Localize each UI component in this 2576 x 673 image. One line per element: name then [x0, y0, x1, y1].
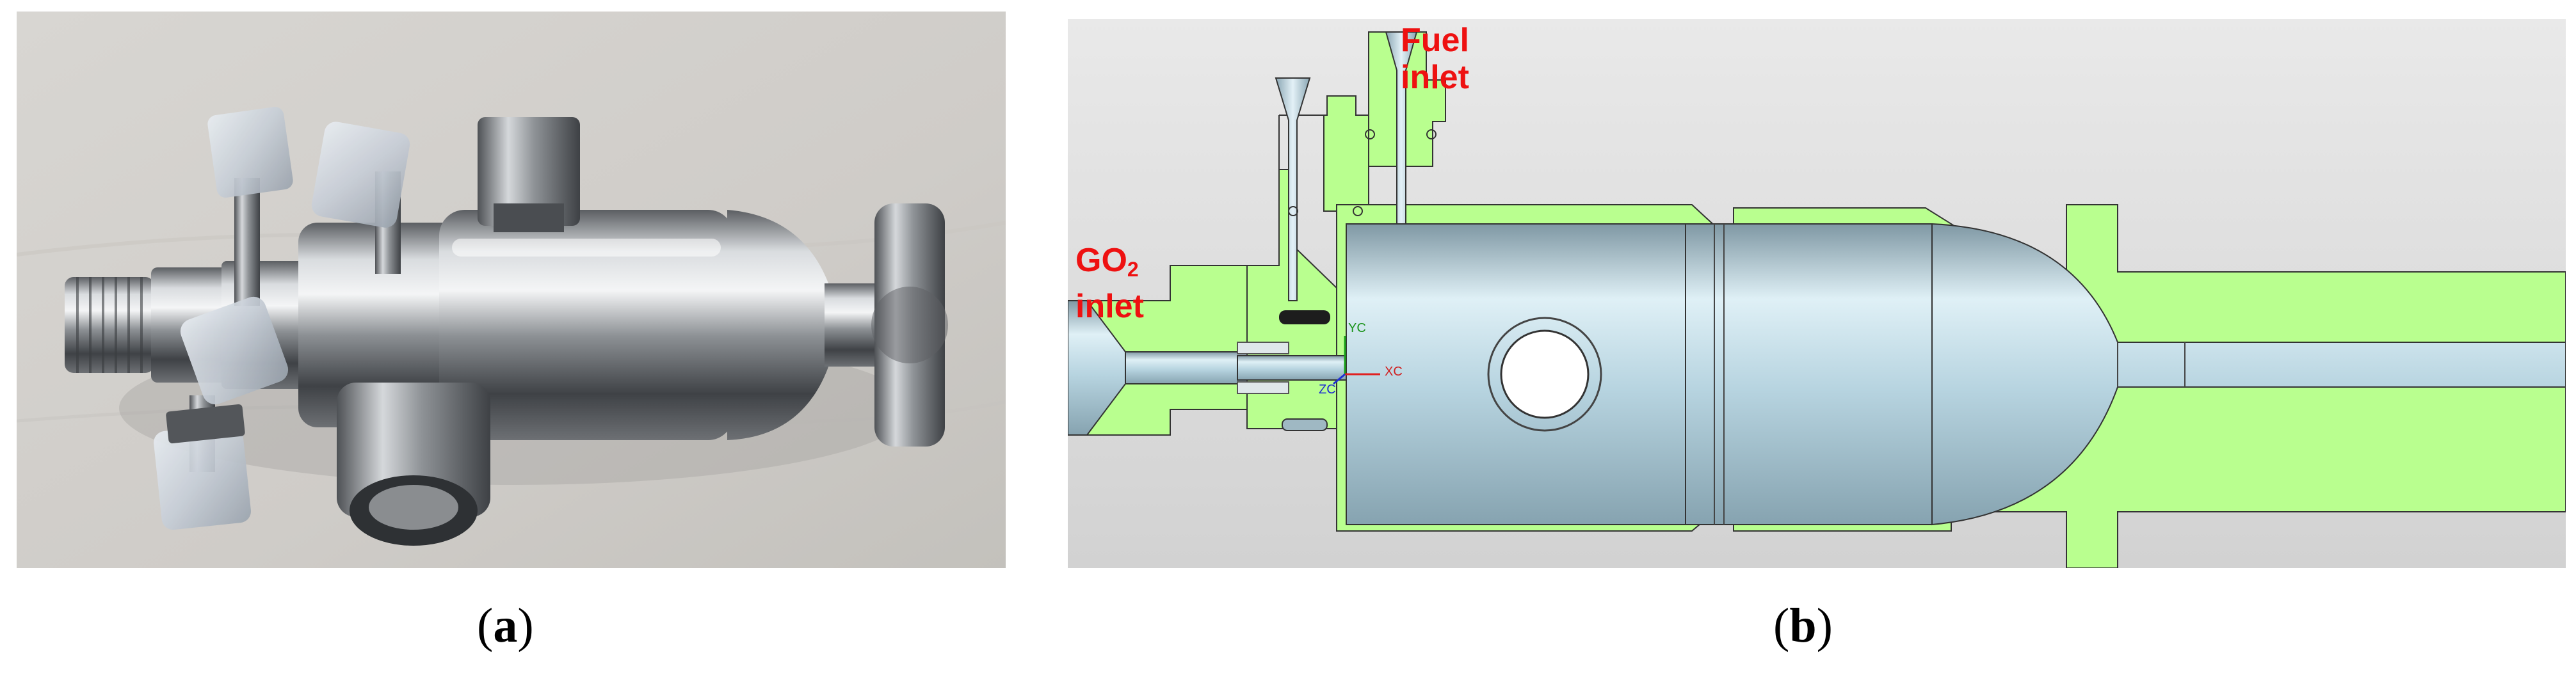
- injector-photo-drawing: [17, 12, 1006, 568]
- cad-section-drawing: [1068, 19, 2566, 568]
- caption-a-letter: a: [493, 599, 518, 653]
- axis-label-z: ZC: [1319, 383, 1336, 397]
- axis-label-x: XC: [1385, 365, 1403, 379]
- fuel-inlet-label: Fuel inlet: [1401, 22, 1469, 96]
- injector-photo: [17, 12, 1006, 568]
- go2-inlet-label-line1: GO2: [1075, 242, 1144, 288]
- go2-label-subscript: 2: [1127, 258, 1139, 281]
- caption-a-open: (: [477, 599, 494, 653]
- caption-b-open: (: [1773, 599, 1790, 653]
- caption-b-letter: b: [1789, 599, 1817, 653]
- go2-inlet-label: GO2 inlet: [1075, 242, 1144, 325]
- go2-label-main: GO: [1075, 242, 1127, 279]
- caption-a: (a): [477, 598, 534, 654]
- axis-label-y: YC: [1348, 321, 1366, 335]
- injector-cad-section: XC YC ZC: [1068, 19, 2566, 568]
- caption-b-close: ): [1816, 599, 1833, 653]
- caption-a-close: ): [517, 599, 534, 653]
- fuel-inlet-label-line1: Fuel: [1401, 22, 1469, 59]
- go2-inlet-label-line2: inlet: [1075, 288, 1144, 325]
- fuel-inlet-label-line2: inlet: [1401, 59, 1469, 96]
- caption-b: (b): [1773, 598, 1833, 654]
